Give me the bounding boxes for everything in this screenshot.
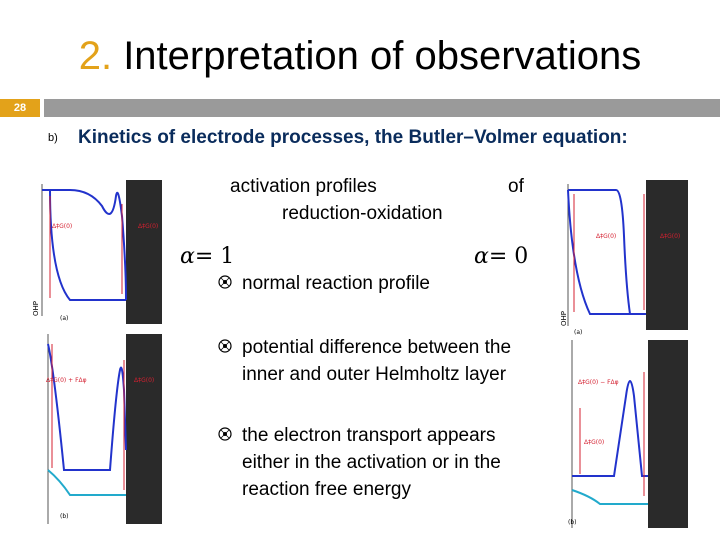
dg-c0-f-label: Δ‡G(0) + FΔφ [46, 377, 87, 384]
item-marker: b) [48, 132, 58, 144]
slide-title: 2. Interpretation of observations [0, 34, 720, 79]
figure-left-top: OHP Δ‡G(0) Δ‡G(0) (a) [32, 180, 162, 324]
potential-curve [568, 189, 646, 315]
reaction-curve [567, 189, 646, 315]
dg-c0-label: Δ‡G(0) [584, 439, 604, 446]
electrode-block [646, 180, 688, 330]
potential-curve [47, 343, 127, 471]
ohp-label: OHP [560, 311, 568, 326]
title-divider-bar [44, 99, 720, 117]
bullet-text: the electron transport appears either in… [242, 425, 501, 500]
circled-dot-icon [218, 339, 232, 353]
bullet-text: normal reaction profile [242, 273, 430, 294]
panel-b-label: (b) [568, 519, 577, 526]
dg-c0-label: Δ‡G(0) [52, 223, 72, 230]
shifted-curve [47, 469, 126, 496]
electrode-block [126, 334, 162, 524]
alpha-one-label: α= 1 [180, 244, 234, 269]
panel-a-label: (a) [574, 329, 582, 336]
section-heading: Kinetics of electrode processes, the But… [78, 127, 628, 148]
title-text: Interpretation of observations [123, 34, 642, 78]
alpha-one-value: = 1 [194, 244, 235, 269]
alpha-zero-label: α= 0 [474, 244, 528, 269]
circled-dot-icon [218, 275, 232, 289]
alpha-zero-value: = 0 [488, 244, 529, 269]
alpha-symbol: α [180, 244, 195, 269]
electrode-block [648, 340, 688, 528]
title-number: 2. [78, 34, 113, 78]
figure-right-top: OHP Δ‡G(0) Δ‡G(0) (a) [560, 180, 688, 336]
panel-b-label: (b) [60, 513, 69, 520]
dg-a0-label: Δ‡G(0) [134, 377, 154, 384]
dg-c0-label: Δ‡G(0) [596, 233, 616, 240]
subtitle-redox: reduction-oxidation [282, 203, 443, 224]
alpha-symbol: α [474, 244, 489, 269]
potential-curve [42, 189, 127, 300]
subtitle-of: of [508, 176, 524, 197]
circled-dot-icon [218, 427, 232, 441]
potential-curve [572, 380, 648, 477]
ohp-label: OHP [32, 301, 40, 316]
electrode-block [126, 180, 162, 324]
figure-left-bottom: Δ‡G(0) + FΔφ Δ‡G(0) (b) [46, 334, 162, 524]
shifted-curve [571, 489, 648, 505]
dg-a0-label: Δ‡G(0) [138, 223, 158, 230]
subtitle-activation: activation profiles [230, 176, 377, 197]
slide-number-badge: 28 [0, 99, 40, 117]
panel-a-label: (a) [60, 315, 68, 322]
dg-a0-label: Δ‡G(0) [660, 233, 680, 240]
bullet-text: potential difference between the inner a… [242, 337, 512, 385]
dg-a0-minus-label: Δ‡G(0) − FΔφ [578, 379, 619, 386]
figure-right-bottom: Δ‡G(0) − FΔφ Δ‡G(0) (b) [568, 340, 688, 528]
